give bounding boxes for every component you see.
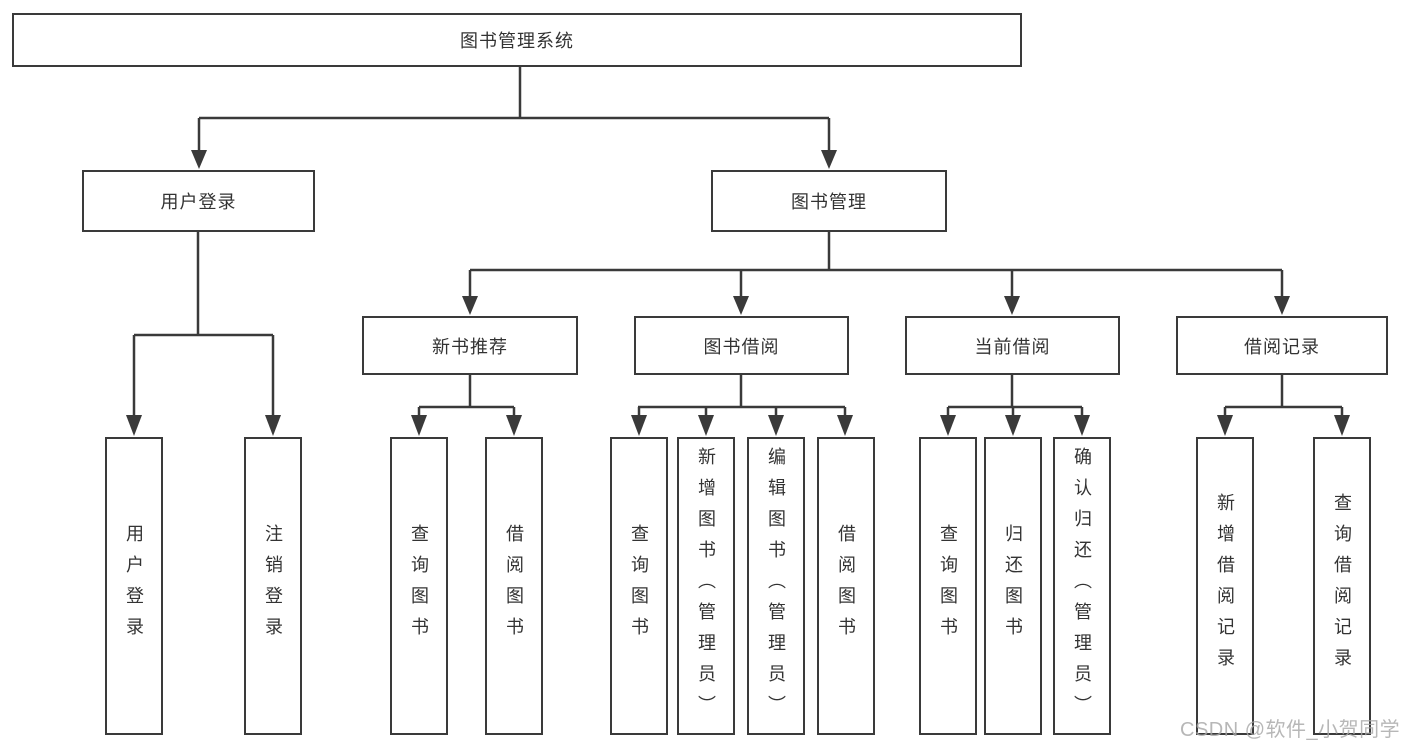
node-current-borrow-label: 当前借阅 [974,336,1051,357]
node-book-borrow-label: 图书借阅 [703,336,780,357]
leaf-search-books-current-label: 查询图书 [938,524,958,648]
leaf-confirm-return-admin: 确认归还（管理员） [1053,437,1111,735]
node-book-management-label: 图书管理 [791,192,867,212]
node-book-borrow: 图书借阅 [634,316,849,375]
leaf-return-book-label: 归还图书 [1003,524,1023,648]
node-user-login: 用户登录 [82,170,315,232]
connector-user-login-children [132,232,275,417]
leaf-add-borrow-record-label: 新增借阅记录 [1215,493,1235,679]
leaf-search-books-borrow-label: 查询图书 [629,524,649,648]
leaf-logout: 注销登录 [244,437,302,735]
leaf-search-books-recommend-label: 查询图书 [409,524,429,648]
leaf-edit-book-admin: 编辑图书（管理员） [747,437,805,735]
connector-root-to-level2 [197,67,831,152]
leaf-edit-book-admin-label: 编辑图书（管理员） [766,446,786,726]
connector-current-borrow-children [946,375,1084,416]
leaf-return-book: 归还图书 [984,437,1042,735]
leaf-borrow-books-recommend-label: 借阅图书 [504,524,524,648]
node-user-login-label: 用户登录 [160,192,237,212]
leaf-confirm-return-admin-label: 确认归还（管理员） [1072,446,1092,726]
leaf-borrow-books-label: 借阅图书 [836,524,856,648]
watermark-text: CSDN @软件_小贺同学 [1180,719,1401,741]
connector-book-borrow-children [637,375,847,416]
leaf-add-book-admin: 新增图书（管理员） [677,437,735,735]
leaf-add-book-admin-label: 新增图书（管理员） [696,446,716,726]
leaf-add-borrow-record: 新增借阅记录 [1196,437,1254,735]
leaf-user-login-label: 用户登录 [124,524,144,648]
leaf-borrow-books: 借阅图书 [817,437,875,735]
leaf-search-borrow-record-label: 查询借阅记录 [1332,493,1352,679]
leaf-logout-label: 注销登录 [263,524,283,648]
leaf-user-login: 用户登录 [105,437,163,735]
node-root: 图书管理系统 [12,13,1022,67]
node-borrow-records: 借阅记录 [1176,316,1388,375]
node-current-borrow: 当前借阅 [905,316,1120,375]
node-root-label: 图书管理系统 [460,31,574,51]
node-borrow-records-label: 借阅记录 [1244,336,1320,357]
connector-borrow-records-children [1223,375,1344,416]
leaf-search-books-borrow: 查询图书 [610,437,668,735]
leaf-borrow-books-recommend: 借阅图书 [485,437,543,735]
leaf-search-books-recommend: 查询图书 [390,437,448,735]
node-book-management: 图书管理 [711,170,947,232]
leaf-search-borrow-record: 查询借阅记录 [1313,437,1371,735]
node-new-book-recommend-label: 新书推荐 [432,336,508,357]
node-new-book-recommend: 新书推荐 [362,316,578,375]
connector-new-book-children [417,375,516,416]
leaf-search-books-current: 查询图书 [919,437,977,735]
connector-book-management-children [468,232,1284,297]
